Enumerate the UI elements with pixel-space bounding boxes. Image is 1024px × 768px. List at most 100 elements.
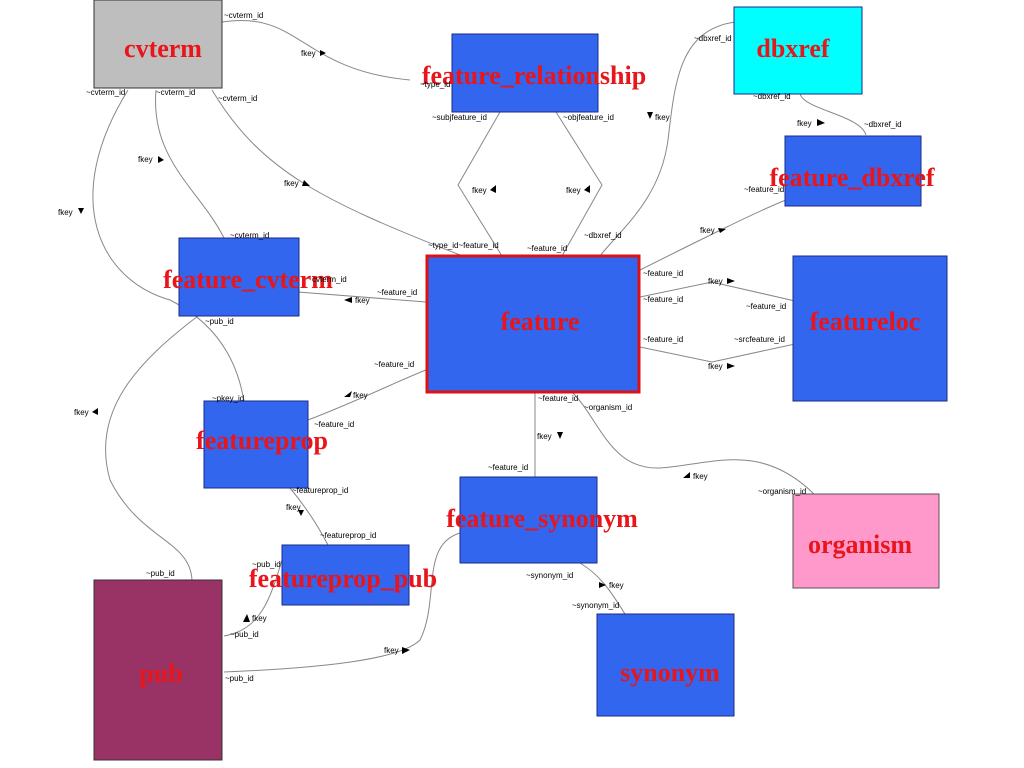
- ann-pkey-id: ~pkey_id: [212, 394, 244, 403]
- fkey-label-7: fkey: [566, 186, 581, 195]
- fkey-arrow-5: [302, 180, 310, 186]
- table-feature[interactable]: feature: [425, 254, 641, 394]
- fkey-arrow-13: [344, 391, 352, 397]
- table-box-feature-synonym: [459, 476, 598, 564]
- ann-dbxref-id-fd: ~dbxref_id: [864, 120, 902, 129]
- table-box-feature-relationship: [451, 33, 599, 113]
- table-synonym[interactable]: synonym: [596, 613, 735, 717]
- fkey-label-8: fkey: [58, 208, 73, 217]
- table-box-featureprop-pub: [281, 544, 410, 606]
- fkey-arrow-2: [647, 112, 653, 119]
- ann-feature-id-top-feature: ~feature_id: [527, 244, 567, 253]
- fkey-label-3: fkey: [797, 119, 812, 128]
- table-label-featureprop: featureprop: [196, 426, 328, 455]
- fkey-arrow-3: [817, 119, 825, 126]
- fkey-arrow-7: [584, 185, 590, 193]
- ann-synonym-id-fs: ~synonym_id: [526, 571, 573, 580]
- ann-pub-id-fpp: ~pub_id: [252, 560, 281, 569]
- ann-pub-id-pub-mid: ~pub_id: [230, 630, 259, 639]
- edge-feature-featureloc-2: [639, 343, 796, 363]
- table-cvterm[interactable]: cvterm: [93, 0, 223, 89]
- table-label-synonym: synonym: [620, 658, 720, 687]
- fkey-arrow-15: [557, 432, 563, 439]
- edge-fr-subj-feature: [457, 111, 503, 257]
- fkey-label-17: fkey: [286, 503, 301, 512]
- table-label-cvterm: cvterm: [124, 34, 202, 63]
- table-feature-synonym[interactable]: feature_synonym: [446, 476, 638, 564]
- edge-cvterm-feature-relationship: [221, 20, 411, 81]
- fkey-label-16: fkey: [693, 472, 708, 481]
- ann-organism-id-feature: ~organism_id: [584, 403, 632, 412]
- edge-feature-featureloc-1: [639, 281, 796, 302]
- ann-subjfeature-id: ~subjfeature_id: [432, 113, 487, 122]
- table-label-featureprop-pub: featureprop_pub: [249, 564, 437, 593]
- fkey-label-13: fkey: [353, 391, 368, 400]
- edge-fr-obj-feature: [555, 111, 603, 257]
- table-box-synonym: [596, 613, 735, 717]
- table-feature-cvterm[interactable]: feature_cvterm: [163, 237, 333, 317]
- table-box-feature-cvterm: [178, 237, 300, 317]
- fkey-arrow-9: [718, 228, 726, 233]
- edge-feature-cvterm-feature: [297, 291, 427, 303]
- table-box-featureloc: [792, 255, 948, 402]
- fkey-arrow-4: [158, 156, 164, 163]
- fkey-arrow-17: [298, 510, 304, 516]
- edge-feature-feature-dbxref: [639, 199, 787, 271]
- table-label-feature-relationship: feature_relationship: [422, 61, 646, 90]
- table-featureprop[interactable]: featureprop: [196, 400, 328, 489]
- fkey-arrow-8: [78, 208, 84, 214]
- fkey-arrow-12: [727, 363, 735, 369]
- ann-cvterm-id-fc-right: cvterm_id: [312, 275, 347, 284]
- fkey-label-1: fkey: [301, 49, 316, 58]
- ann-feature-id-fd: ~feature_id: [744, 185, 784, 194]
- table-dbxref[interactable]: dbxref: [733, 6, 863, 95]
- ann-feature-id-bottom: ~feature_id: [538, 394, 578, 403]
- edge-featureprop-featureprop-pub: [289, 487, 329, 546]
- table-label-dbxref: dbxref: [756, 34, 830, 63]
- ann-cvterm-id-top: ~cvterm_id: [224, 11, 263, 20]
- ann-featureprop-id-2: ~featureprop_id: [320, 531, 376, 540]
- fkey-arrow-11: [344, 297, 352, 303]
- table-feature-dbxref[interactable]: feature_dbxref: [769, 135, 935, 207]
- table-label-feature: feature: [501, 307, 580, 336]
- edge-dbxref-feature-dbxref: [799, 93, 867, 136]
- ann-feature-id-r3: ~feature_id: [643, 335, 683, 344]
- fkey-label-2: fkey: [655, 113, 670, 122]
- table-organism[interactable]: organism: [792, 493, 940, 589]
- fkey-label-5: fkey: [284, 179, 299, 188]
- table-pub[interactable]: pub: [93, 579, 223, 761]
- edge-cvterm-feature-cvterm: [155, 89, 225, 239]
- edge-feature-organism: [571, 391, 816, 496]
- ann-feature-id-left: ~feature_id: [374, 360, 414, 369]
- fkey-label-6: fkey: [472, 186, 487, 195]
- edge-annotations: ~cvterm_id ~cvterm_id ~cvterm_id ~cvterm…: [86, 11, 902, 683]
- table-featureloc[interactable]: featureloc: [792, 255, 948, 402]
- ann-srcfeature-id: ~srcfeature_id: [734, 335, 785, 344]
- ann-feature-id-fp: ~feature_id: [314, 420, 354, 429]
- table-label-feature-dbxref: feature_dbxref: [769, 163, 934, 192]
- table-box-feature-dbxref: [784, 135, 922, 207]
- edge-cvterm-feature: [211, 89, 461, 256]
- table-box-featureprop: [203, 400, 309, 489]
- table-feature-relationship[interactable]: feature_relationship: [422, 33, 646, 113]
- ann-pub-id-pub-low: ~pub_id: [225, 674, 254, 683]
- fkey-arrow-14: [92, 408, 98, 415]
- fkey-label-11: fkey: [355, 296, 370, 305]
- fkey-label-15: fkey: [537, 432, 552, 441]
- fkey-arrow-10: [727, 278, 735, 284]
- ann-type-id-feature-id: ~type_id~feature_id: [428, 241, 499, 250]
- edge-dbxref-feature: [599, 21, 736, 257]
- table-label-featureloc: featureloc: [810, 307, 921, 336]
- ann-feature-id-r1: ~feature_id: [643, 269, 683, 278]
- ann-dbxref-id-under: ~dbxref_id: [753, 92, 791, 101]
- table-featureprop-pub[interactable]: featureprop_pub: [249, 544, 437, 606]
- fkey-label-9: fkey: [700, 226, 715, 235]
- edge-featureprop-pub-pub: [223, 559, 283, 637]
- ann-cvterm-id-right: ~cvterm_id: [218, 94, 257, 103]
- edge-feature-synonym-synonym: [579, 562, 626, 615]
- fkey-label-18: fkey: [609, 581, 624, 590]
- ann-organism-id-org: ~organism_id: [758, 487, 806, 496]
- table-label-feature-synonym: feature_synonym: [446, 504, 638, 533]
- ann-dbxref-id-top: ~dbxref_id: [694, 34, 732, 43]
- ann-cvterm-id-left: ~cvterm_id: [86, 88, 125, 97]
